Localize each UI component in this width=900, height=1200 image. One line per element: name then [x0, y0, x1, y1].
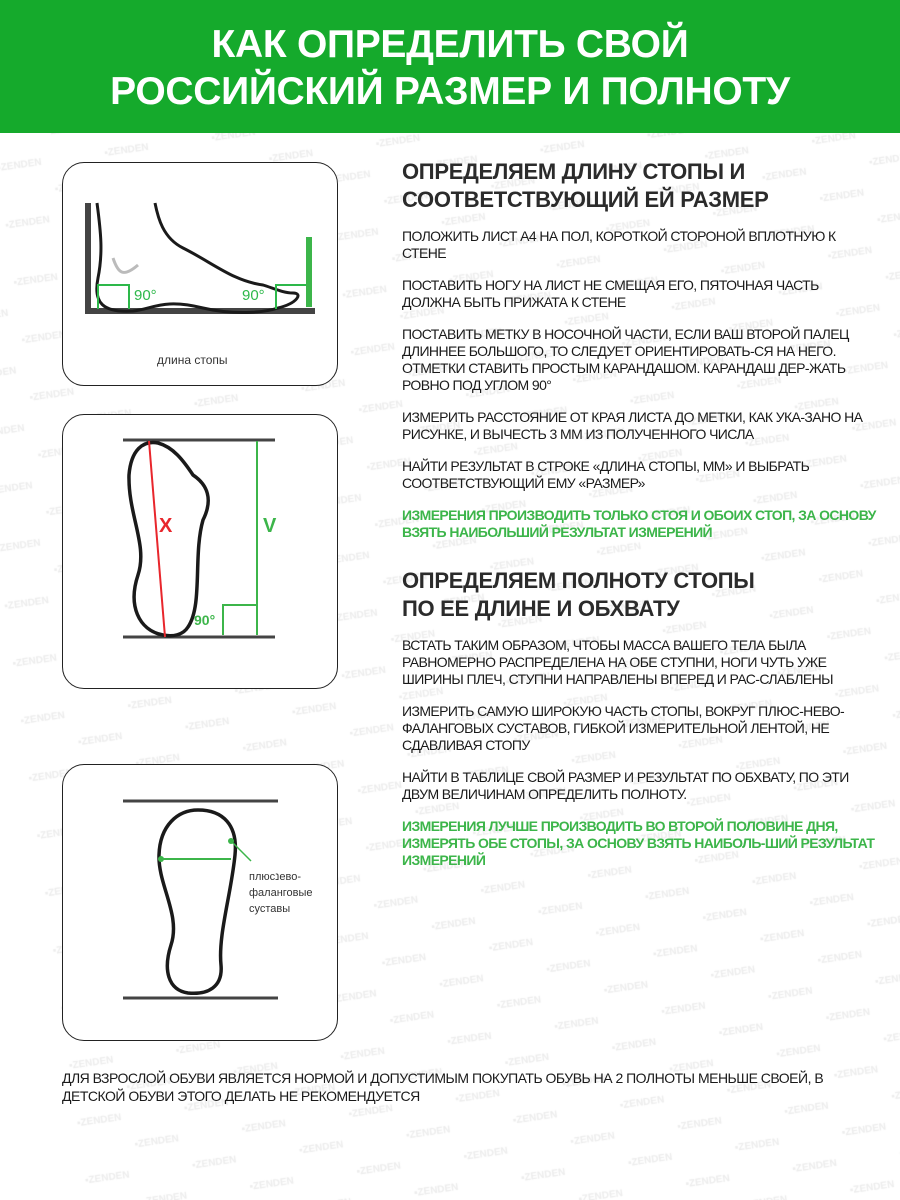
foot-length-side-figure: 90° 90° длина стопы [62, 162, 338, 386]
page-title-line-1: КАК ОПРЕДЕЛИТЬ СВОЙ [211, 23, 689, 66]
angle-label: 90° [194, 612, 216, 628]
section-1-title: ОПРЕДЕЛЯЕМ ДЛИНУ СТОПЫ И СООТВЕТСТВУЮЩИЙ… [402, 158, 880, 214]
instruction: ПОСТАВИТЬ МЕТКУ В НОСОЧНОЙ ЧАСТИ, ЕСЛИ В… [402, 326, 849, 359]
instruction: ПОЛОЖИТЬ ЛИСТ А4 НА ПОЛ, КОРОТКОЙ СТОРОН… [402, 228, 836, 261]
page-header: КАК ОПРЕДЕЛИТЬ СВОЙ РОССИЙСКИЙ РАЗМЕР И … [0, 0, 900, 133]
foot-top-illustration [123, 438, 275, 639]
instruction: ИЗМЕРИТЬ САМУЮ ШИРОКУЮ ЧАСТЬ СТОПЫ, ВОКР… [402, 703, 845, 753]
instruction: НАЙТИ В ТАБЛИЦЕ СВОЙ РАЗМЕР И РЕЗУЛЬТАТ … [402, 769, 849, 802]
important-note: ИЗМЕРЕНИЯ ПРОИЗВОДИТЬ ТОЛЬКО СТОЯ И ОБОИ… [402, 507, 876, 540]
section-1-body: ПОЛОЖИТЬ ЛИСТ А4 НА ПОЛ, КОРОТКОЙ СТОРОН… [402, 228, 880, 541]
text-column: ОПРЕДЕЛЯЕМ ДЛИНУ СТОПЫ И СООТВЕТСТВУЮЩИЙ… [402, 133, 880, 869]
joint-label: плюсנево- фаланговые суставы [249, 869, 313, 917]
joint-label-line: плюсנево- [249, 871, 302, 883]
angle-label-heel: 90° [134, 287, 157, 304]
instruction: ПОСТАВИТЬ НОГУ НА ЛИСТ НЕ СМЕЩАЯ ЕГО, ПЯ… [402, 277, 819, 310]
instruction: ОТМЕТКИ СТАВИТЬ ПРОСТЫМ КАРАНДАШОМ. КАРА… [402, 360, 846, 393]
instruction: НАЙТИ РЕЗУЛЬТАТ В СТРОКЕ «ДЛИНА СТОПЫ, М… [402, 458, 810, 491]
joint-label-line: фаланговые [249, 887, 313, 899]
figures-column: 90° 90° длина стопы X V 90° [0, 133, 402, 1041]
angle-label-toe: 90° [242, 287, 265, 304]
joint-label-line: суставы [249, 903, 291, 915]
section-2-body: ВСТАТЬ ТАКИМ ОБРАЗОМ, ЧТОБЫ МАССА ВАШЕГО… [402, 637, 880, 869]
section-title-line: ПО ЕЕ ДЛИНЕ И ОБХВАТУ [402, 596, 680, 621]
diagonal-label-x: X [159, 515, 173, 537]
section-2-title: ОПРЕДЕЛЯЕМ ПОЛНОТУ СТОПЫ ПО ЕЕ ДЛИНЕ И О… [402, 567, 880, 623]
page: КАК ОПРЕДЕЛИТЬ СВОЙ РОССИЙСКИЙ РАЗМЕР И … [0, 0, 900, 1104]
page-title-line-2: РОССИЙСКИЙ РАЗМЕР И ПОЛНОТУ [110, 70, 790, 113]
foot-length-top-figure: X V 90° [62, 414, 338, 689]
important-note: ИЗМЕРЕНИЯ ЛУЧШЕ ПРОИЗВОДИТЬ ВО ВТОРОЙ ПО… [402, 818, 875, 868]
section-title-line: СООТВЕТСТВУЮЩИЙ ЕЙ РАЗМЕР [402, 187, 769, 212]
instruction: ВСТАТЬ ТАКИМ ОБРАЗОМ, ЧТОБЫ МАССА ВАШЕГО… [402, 637, 834, 687]
figure-caption: длина стопы [157, 353, 228, 367]
section-title-line: ОПРЕДЕЛЯЕМ ПОЛНОТУ СТОПЫ [402, 568, 755, 593]
content-row: 90° 90° длина стопы X V 90° [0, 133, 900, 1041]
instruction: ИЗМЕРИТЬ РАССТОЯНИЕ ОТ КРАЯ ЛИСТА ДО МЕТ… [402, 409, 863, 442]
vertical-label-y: V [263, 515, 277, 537]
foot-width-figure: плюсנево- фаланговые суставы [62, 764, 338, 1041]
footer-note: ДЛЯ ВЗРОСЛОЙ ОБУВИ ЯВЛЯЕТСЯ НОРМОЙ И ДОП… [62, 1070, 824, 1104]
section-title-line: ОПРЕДЕЛЯЕМ ДЛИНУ СТОПЫ И [402, 159, 746, 184]
